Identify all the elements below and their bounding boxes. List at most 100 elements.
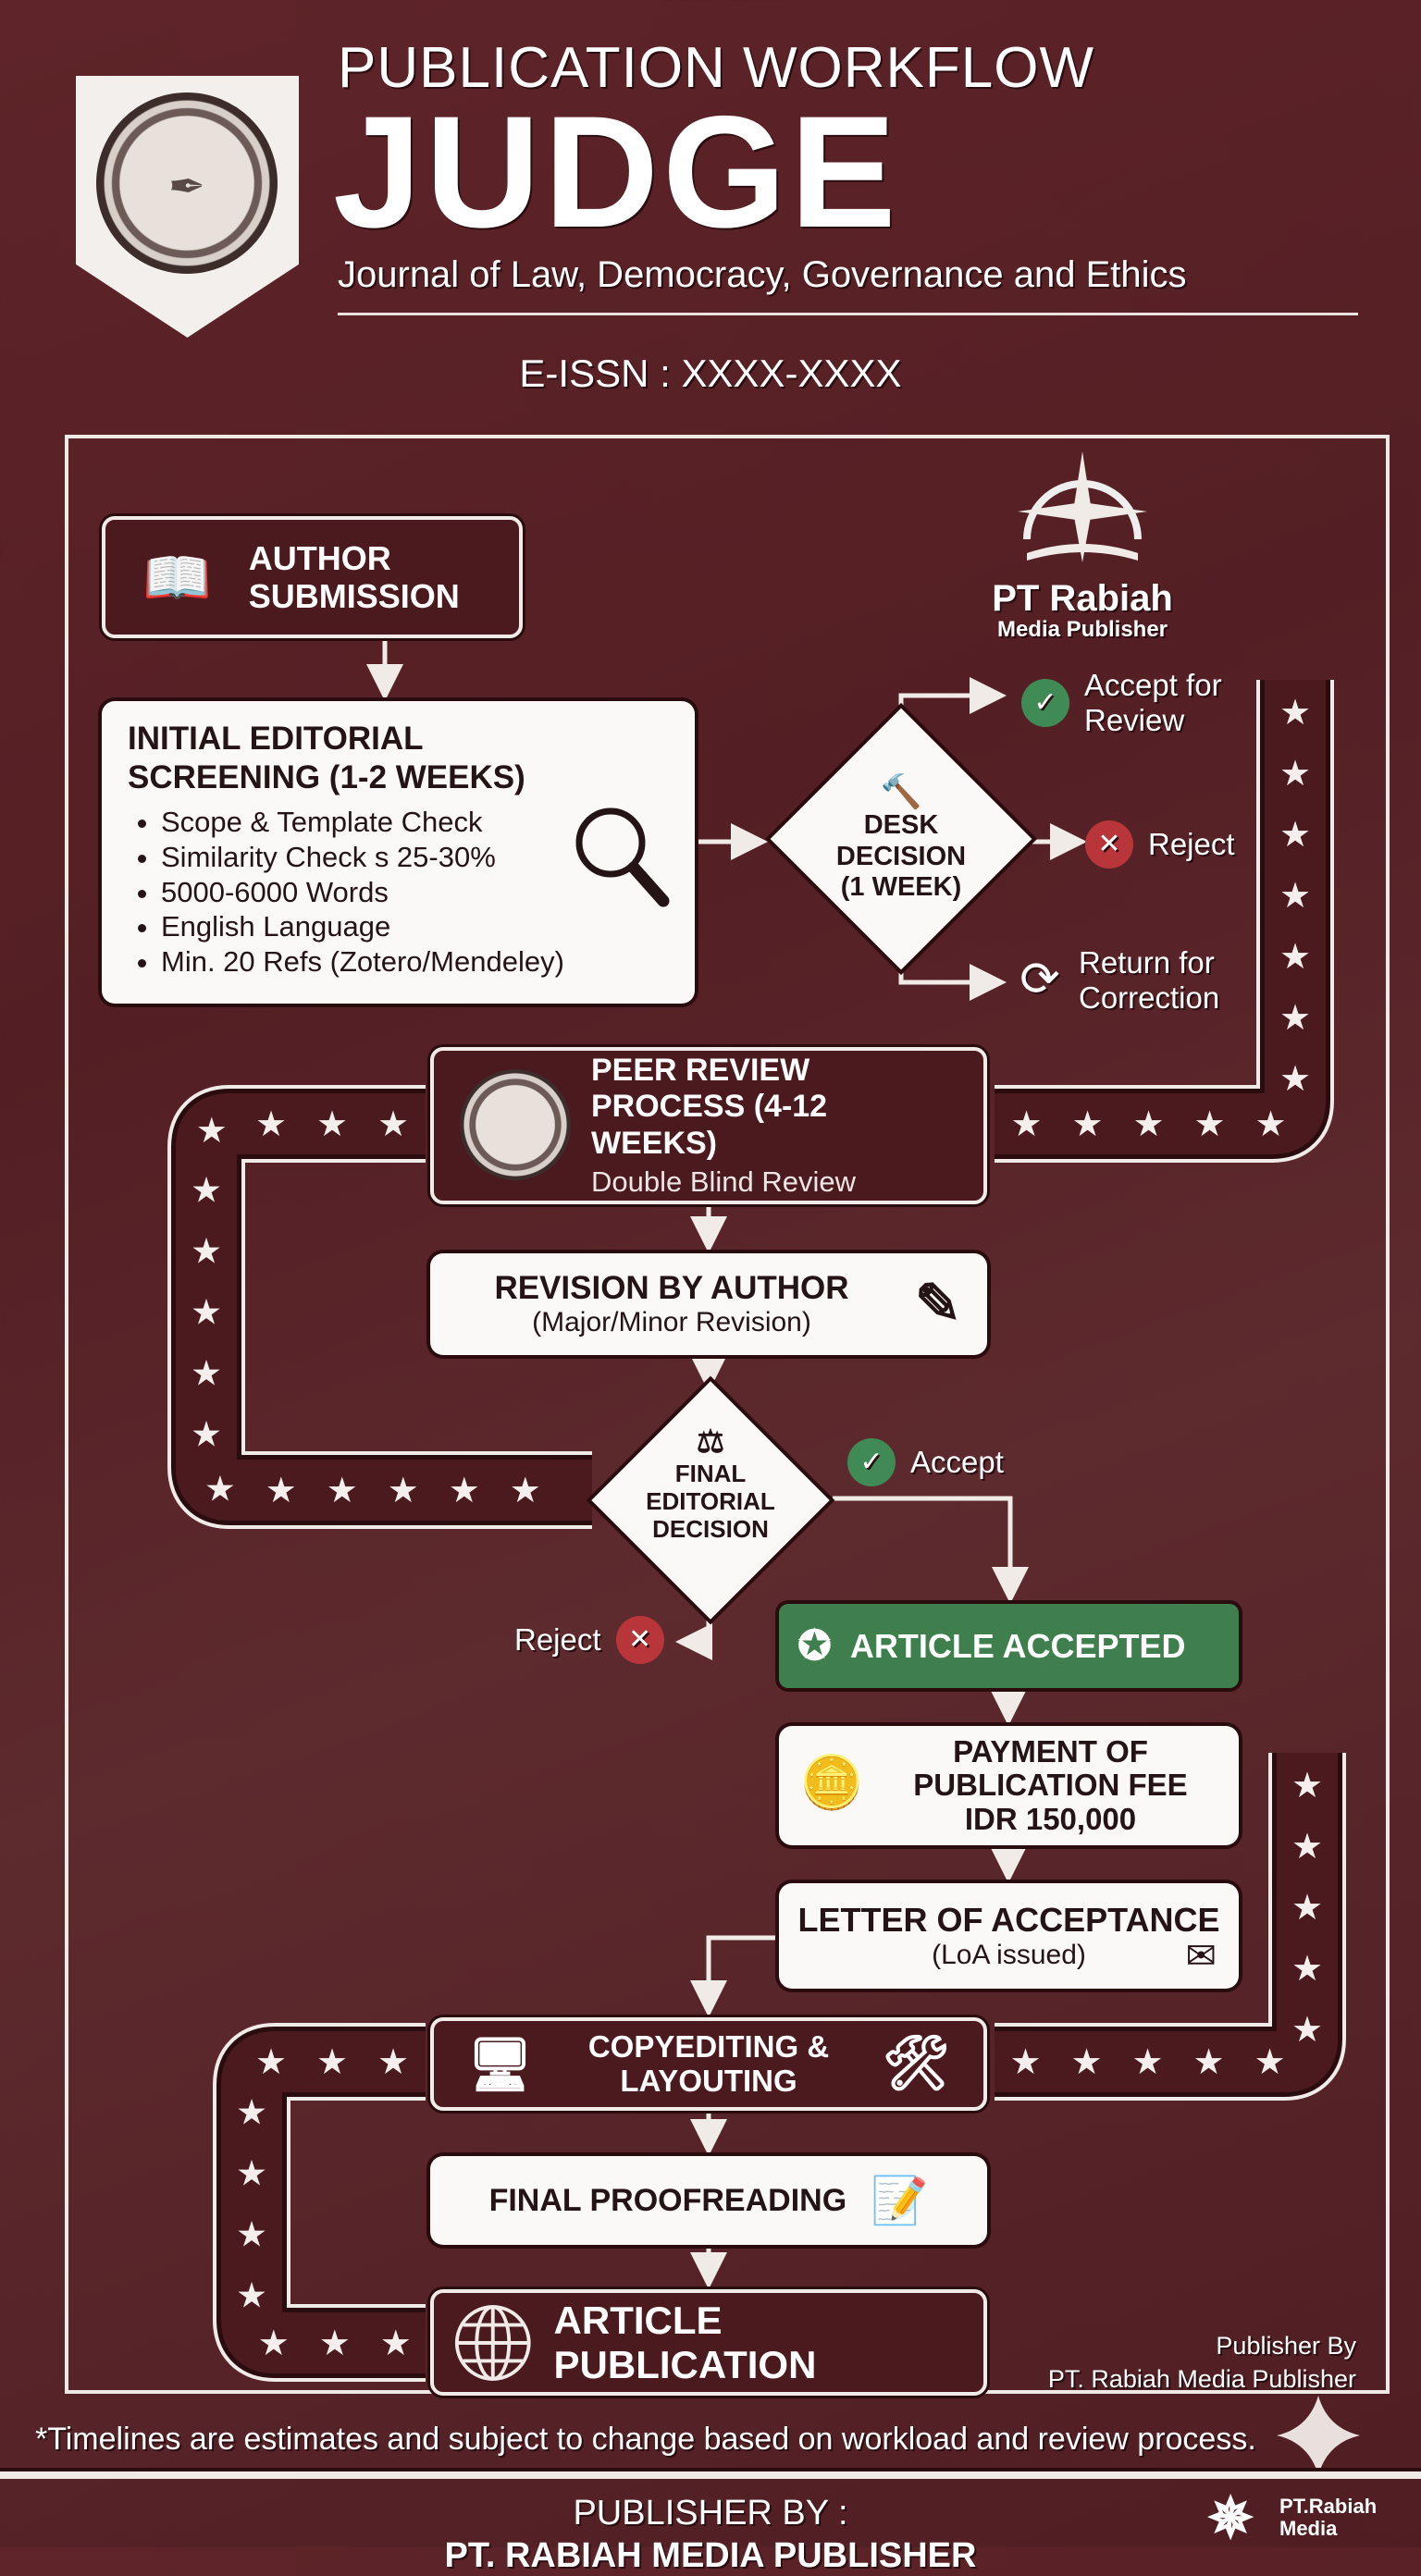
step-author-submission: 📖 AUTHOR SUBMISSION — [102, 516, 523, 638]
arrow — [898, 964, 1007, 1001]
step-payment: 🪙 PAYMENT OF PUBLICATION FEE IDR 150,000 — [779, 1726, 1239, 1845]
step-copyediting: 🖥 COPYEDITING & LAYOUTING 🛠 — [430, 2017, 987, 2111]
list-item: English Language — [161, 909, 669, 944]
compass-icon: ✵ — [1207, 2487, 1254, 2549]
star-icon: ★ — [191, 1232, 222, 1271]
outcome-label: Reject — [514, 1622, 601, 1658]
sparkle-icon — [1277, 2396, 1360, 2475]
step-label: COPYEDITING & — [587, 2029, 830, 2064]
star-icon: ★ — [380, 2324, 412, 2363]
outcome-label: Accept for Review — [1084, 668, 1222, 737]
step-peer-review: PEER REVIEW PROCESS (4-12 WEEKS) Double … — [430, 1047, 987, 1204]
check-icon: ✓ — [1021, 678, 1069, 727]
star-icon: ★ — [236, 2215, 267, 2254]
star-icon: ★ — [1011, 1105, 1043, 1144]
journal-seal-icon: ✒ — [96, 92, 278, 274]
star-icon: ★ — [1133, 1105, 1165, 1144]
step-sub: (LoA issued) — [932, 1940, 1086, 1970]
star-icon: ★ — [266, 1472, 297, 1510]
publisher-by: Publisher By PT. Rabiah Media Publisher — [1048, 2329, 1356, 2397]
check-icon: ✓ — [847, 1438, 896, 1486]
step-letter-of-acceptance: LETTER OF ACCEPTANCE (LoA issued) ✉ — [779, 1883, 1239, 1989]
globe-icon — [454, 2304, 531, 2381]
journal-title: JUDGE — [333, 83, 900, 261]
star-icon: ★ — [1291, 2011, 1323, 2050]
coins-icon: 🪙 — [799, 1753, 864, 1811]
star-icon: ★ — [1291, 1767, 1323, 1806]
step-label: AUTHOR SUBMISSION — [248, 538, 460, 615]
payment-fee: IDR 150,000 — [964, 1801, 1137, 1836]
envelope-icon: ✉ — [1185, 1936, 1217, 1977]
step-title: REVISION BY AUTHOR — [494, 1270, 849, 1306]
publisher-by-label: Publisher By — [1216, 2332, 1356, 2360]
scales-icon: ⚖ — [696, 1424, 725, 1460]
star-icon: ★ — [1010, 2043, 1042, 2082]
star-icon: ★ — [327, 1472, 358, 1510]
step-article-publication: ARTICLE PUBLICATION — [430, 2289, 987, 2396]
step-title: PEER REVIEW PROCESS (4-12 WEEKS) — [591, 1053, 828, 1161]
final-label: DECISION — [652, 1514, 769, 1543]
star-icon: ★ — [255, 1105, 287, 1144]
final-label: EDITORIAL — [646, 1486, 775, 1515]
arrow — [675, 1611, 712, 1660]
star-icon: ★ — [1279, 1060, 1311, 1099]
star-icon: ★ — [236, 2276, 267, 2315]
footer-publisher-label: PUBLISHER BY : — [573, 2494, 848, 2533]
final-reject: Reject ✕ — [514, 1616, 664, 1664]
step-title: LETTER OF ACCEPTANCE — [797, 1901, 1220, 1939]
star-icon: ★ — [1072, 1105, 1104, 1144]
star-icon: ★ — [255, 2043, 287, 2082]
award-icon: ✪ — [797, 1623, 832, 1669]
publisher-sub: Media Publisher — [996, 617, 1168, 642]
star-icon: ★ — [191, 1293, 222, 1332]
payment-label: PAYMENT OF — [953, 1734, 1148, 1769]
footnote: *Timelines are estimates and subject to … — [35, 2422, 1256, 2457]
desk-decision: 🔨 DESK DECISION (1 WEEK) — [809, 772, 994, 903]
star-icon: ★ — [377, 2043, 409, 2082]
star-icon: ★ — [1132, 2043, 1164, 2082]
magnifier-icon — [575, 807, 670, 907]
step-article-accepted: ✪ ARTICLE ACCEPTED — [779, 1604, 1239, 1688]
star-icon: ★ — [1279, 694, 1311, 733]
desk-label: DESK — [863, 810, 939, 841]
list-item: Min. 20 Refs (Zotero/Mendeley) — [161, 944, 669, 980]
track-band — [995, 1753, 1338, 2092]
desk-label: (1 WEEK) — [840, 872, 962, 903]
journal-seal-icon — [460, 1069, 571, 1180]
star-icon: ★ — [316, 1105, 348, 1144]
list-item: Similarity Check s 25-30% — [161, 840, 669, 875]
step-sub: (Major/Minor Revision) — [532, 1307, 811, 1337]
step-label: ARTICLE PUBLICATION — [553, 2298, 817, 2386]
list-item: 5000-6000 Words — [161, 875, 669, 910]
star-icon: ★ — [191, 1354, 222, 1393]
publisher-name: PT Rabiah — [992, 578, 1173, 619]
star-icon: ★ — [319, 2324, 351, 2363]
arrow — [833, 1496, 1029, 1604]
star-icon: ★ — [1194, 1105, 1226, 1144]
star-icon: ★ — [1279, 999, 1311, 1038]
desk-label: DECISION — [835, 841, 967, 871]
book-icon: 📖 — [142, 546, 212, 609]
star-icon: ★ — [236, 2154, 267, 2193]
edit-icon: ✎ — [914, 1273, 961, 1335]
star-icon: ★ — [1291, 1950, 1323, 1989]
final-decision: ⚖ FINAL EDITORIAL DECISION — [618, 1424, 803, 1544]
star-icon: ★ — [204, 1471, 236, 1510]
list-item: Scope & Template Check — [161, 805, 669, 840]
footer-divider — [0, 2471, 1421, 2479]
arrow — [898, 677, 1007, 714]
outcome-label: Reject — [1148, 827, 1235, 862]
star-icon: ★ — [1279, 816, 1311, 855]
star-icon: ★ — [510, 1472, 541, 1510]
footer-logo-text: PT.Rabiah Media — [1279, 2495, 1378, 2541]
outcome-reject: ✕ Reject — [1085, 820, 1235, 869]
x-icon: ✕ — [615, 1616, 664, 1664]
step-label: FINAL PROOFREADING — [488, 2182, 847, 2218]
outcome-accept-review: ✓ Accept for Review — [1021, 668, 1242, 738]
refresh-icon: ⟳ — [1019, 953, 1060, 1007]
x-icon: ✕ — [1085, 820, 1133, 869]
star-icon: ★ — [1279, 755, 1311, 794]
star-icon: ★ — [1071, 2043, 1103, 2082]
step-initial-screening: INITIAL EDITORIAL SCREENING (1-2 WEEKS) … — [102, 701, 695, 1004]
